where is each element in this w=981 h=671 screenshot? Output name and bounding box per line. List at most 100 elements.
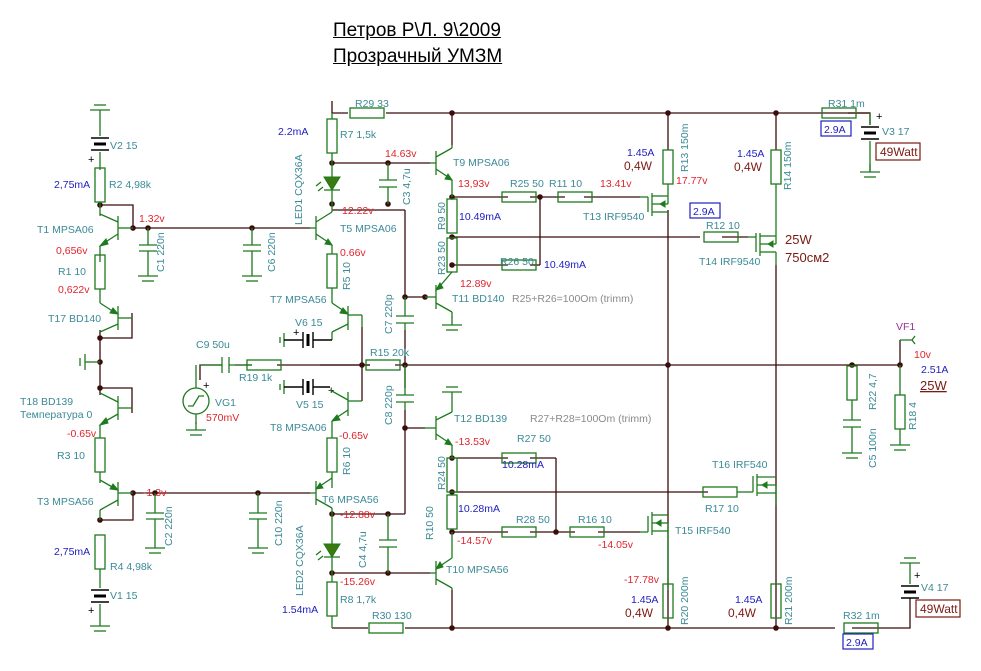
t16-label: T16 IRF540: [712, 459, 768, 471]
schematic-title-name: Прозрачный УМЗМ: [333, 46, 503, 67]
t6-collector-voltage: -12.88v: [340, 509, 376, 521]
t9-emitter-voltage: 13,93v: [458, 178, 490, 190]
r14-current: 1.45A: [737, 148, 764, 160]
t18-label: T18 BD139: [20, 396, 73, 408]
r4-resistor: [94, 534, 106, 570]
t3-label: T3 MPSA56: [37, 496, 94, 508]
c4-label: C4 4,7u: [357, 531, 369, 568]
t17-label: T17 BD140: [48, 313, 101, 325]
r9-current: 10.49mA: [459, 211, 501, 223]
r15-resistor: [365, 359, 401, 371]
c3-label: C3 4,7u: [401, 168, 413, 205]
vf1-probe[interactable]: [900, 335, 916, 345]
output-current: 2.51A: [921, 364, 948, 376]
t8-label: T8 MPSA06: [270, 422, 327, 434]
t12-transistor: [425, 386, 463, 458]
r21-power: 0,4W: [728, 606, 757, 620]
r13-current: 1.45A: [627, 147, 654, 159]
r17-label: R17 10: [705, 503, 739, 515]
c3-capacitor: [379, 163, 397, 204]
r3-resistor: [94, 437, 106, 473]
t1-transistor: [98, 213, 133, 262]
r1-voltage: 0,622v: [58, 284, 90, 296]
v1-label: V1 15: [110, 590, 138, 602]
t9-transistor: [430, 145, 454, 197]
v5-battery: [279, 379, 330, 395]
t14-mosfet: [748, 184, 777, 265]
r10-label: R10 50: [424, 506, 436, 540]
r12-current-box: [689, 202, 721, 219]
r4-label: R4 4,98k: [110, 561, 153, 573]
v4-battery: [899, 557, 921, 599]
r2-current: 2,75mA: [54, 179, 90, 191]
r27-current: 10.28mA: [502, 459, 544, 471]
t13-mosfet: [640, 184, 669, 216]
t7-label: T7 MPSA56: [270, 294, 327, 306]
output-voltage: 10v: [914, 349, 932, 361]
r20-power: 0,4W: [625, 606, 654, 620]
r6-resistor: [326, 437, 338, 473]
t10-label: T10 MPSA56: [446, 564, 509, 576]
r1-label: R1 10: [58, 266, 86, 278]
trim-note-upper: R25+R26=100Om (trimm): [512, 293, 633, 305]
t8-transistor: [329, 389, 362, 438]
r27-label: R27 50: [517, 433, 551, 445]
r26-current: 10.49mA: [544, 259, 586, 271]
t12-label: T12 BD139: [454, 413, 507, 425]
c4-capacitor: [379, 514, 397, 573]
r14-label: R14 150m: [782, 141, 794, 190]
t13-source-voltage: 17.77v: [676, 175, 708, 187]
t7-transistor: [331, 302, 363, 340]
v2-label: V2 15: [110, 140, 138, 152]
r8-resistor: [326, 581, 338, 617]
r26-label: R26 50: [500, 256, 534, 268]
vg1-signal-generator: [182, 365, 210, 436]
t5-label: T5 MPSA06: [340, 223, 397, 235]
r11-label: R11 10: [549, 178, 582, 190]
v3-power: 49Watt: [880, 145, 918, 159]
t12-emitter-voltage: -13.53v: [455, 436, 491, 448]
r16-label: R16 10: [578, 514, 612, 526]
t10-transistor: [430, 532, 453, 590]
t11-transistor: [425, 271, 463, 331]
r24-label: R24 50: [436, 456, 448, 490]
t10-emitter-voltage: -14.57v: [457, 535, 493, 547]
r23-label: R23 50: [436, 241, 448, 275]
v1-plus: +: [88, 605, 94, 617]
t18-voltage: -0.65v: [67, 428, 97, 440]
vg1-voltage: 570mV: [206, 412, 239, 424]
r7-current: 2.2mA: [278, 126, 308, 138]
r31-label: R31 1m: [828, 98, 865, 110]
led2: [315, 514, 341, 573]
t17-transistor: [99, 302, 132, 333]
v4-power: 49Watt: [920, 602, 958, 616]
r13-power: 0,4W: [624, 159, 653, 173]
vg1-plus: +: [203, 380, 209, 392]
v6-label: V6 15: [295, 317, 323, 329]
v2-plus: +: [88, 154, 94, 166]
r7-resistor: [326, 118, 338, 154]
led1: [315, 163, 341, 204]
v3-plus: +: [876, 111, 882, 123]
v3-battery: [859, 113, 881, 178]
t14-label: T14 IRF9540: [699, 256, 760, 268]
r32-current: 2.9A: [846, 637, 868, 649]
c2-capacitor: [144, 493, 166, 554]
t1-label: T1 MPSA06: [37, 224, 94, 236]
r13-label: R13 150m: [679, 123, 691, 172]
v1-battery: [89, 569, 111, 632]
t5-emitter-led-voltage: 12.22v: [342, 205, 374, 217]
t11-label: T11 BD140: [452, 293, 504, 305]
t5-collector-voltage: 14.63v: [385, 148, 417, 160]
r18-resistor: [894, 394, 906, 430]
r10-current: 10.28mA: [458, 503, 500, 515]
r21-label: R21 200m: [783, 576, 795, 625]
c8-label: C8 220p: [383, 385, 395, 425]
t13-gate-voltage: 13.41v: [600, 178, 632, 190]
schematic-title-author: Петров Р\Л. 9\2009: [333, 20, 501, 41]
v4-power-box: [915, 599, 961, 618]
v3-label: V3 17: [882, 126, 910, 138]
r10-resistor: [446, 494, 458, 530]
r7-label: R7 1,5k: [340, 129, 377, 141]
